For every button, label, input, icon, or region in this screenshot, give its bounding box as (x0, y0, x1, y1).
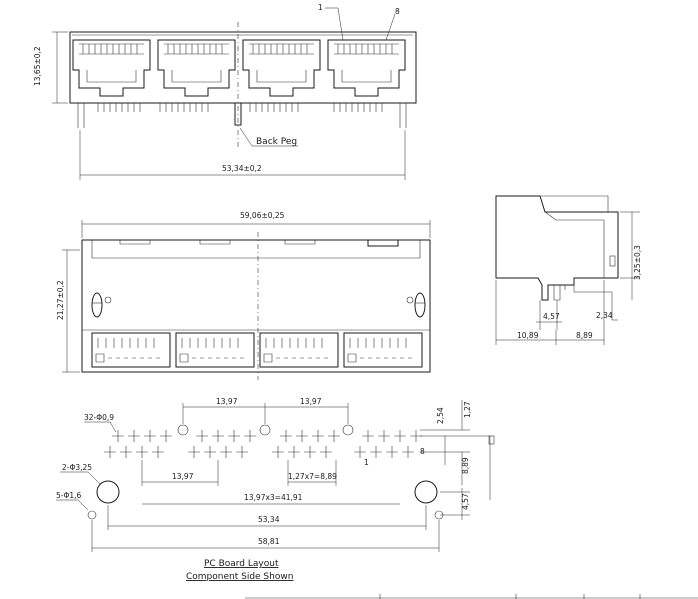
top-pin-blocks (91, 332, 423, 368)
top-depth-dim: 21,27±0,2 (56, 280, 65, 320)
pcb-caption-line2: Component Side Shown (186, 572, 293, 582)
top-view: 59,06±0,25 21,27±0,2 (56, 211, 431, 380)
pcb-pin-pitch: 1,27x7=8,89 (288, 472, 337, 481)
front-view: 13,65±0,2 53,34±0,2 Back Peg 1 8 (33, 3, 417, 180)
front-ports (72, 39, 406, 97)
side-dim-325: 3,25±0,3 (633, 245, 642, 280)
side-view: 3,25±0,3 2,34 4,57 10,89 8,89 (495, 195, 642, 345)
callout-1: 1 (318, 3, 323, 12)
side-dim-1089: 10,89 (517, 331, 539, 340)
callout-8: 8 (395, 7, 400, 16)
front-height-dim: 13,65±0,2 (33, 46, 42, 86)
pcb-dim-889-right: 8,89 (461, 457, 470, 474)
pcb-dim-254: 2,54 (436, 407, 445, 424)
pcb-dim-457: 4,57 (461, 493, 470, 510)
pcb-dim-127: 1,27 (463, 401, 472, 418)
pcb-width-5334: 53,34 (258, 515, 280, 524)
pcb-port-total: 13,97x3=41,91 (244, 493, 303, 502)
pcb-pin-holes-label: 32-Φ0,9 (84, 413, 114, 422)
front-width-dim: 53,34±0,2 (222, 164, 262, 173)
top-pegs (91, 292, 426, 318)
pcb-pitch-right: 13,97 (300, 397, 322, 406)
side-dim-889: 8,89 (576, 331, 593, 340)
pcb-pin-holes (104, 430, 422, 458)
pcb-pitch-left: 13,97 (216, 397, 238, 406)
pcb-port-pitch: 13,97 (172, 472, 194, 481)
back-peg-label: Back Peg (256, 137, 297, 147)
pcb-peg-holes-label: 2-Φ3,25 (62, 463, 92, 472)
pcb-caption-line1: PC Board Layout (204, 559, 279, 569)
title-block-edge (245, 594, 698, 599)
pcb-width-5881: 58,81 (258, 537, 280, 546)
side-dim-457: 4,57 (543, 312, 560, 321)
top-width-dim: 59,06±0,25 (240, 211, 285, 220)
pcb-mount-holes-label: 5-Φ1,6 (56, 491, 82, 500)
pcb-layout: 13,97 13,97 2,54 1,27 8,89 4,57 8 1 32-Φ… (56, 397, 495, 582)
side-dim-234: 2,34 (596, 311, 613, 320)
pcb-pin-1: 1 (364, 458, 369, 467)
pcb-pin-8: 8 (420, 447, 425, 456)
